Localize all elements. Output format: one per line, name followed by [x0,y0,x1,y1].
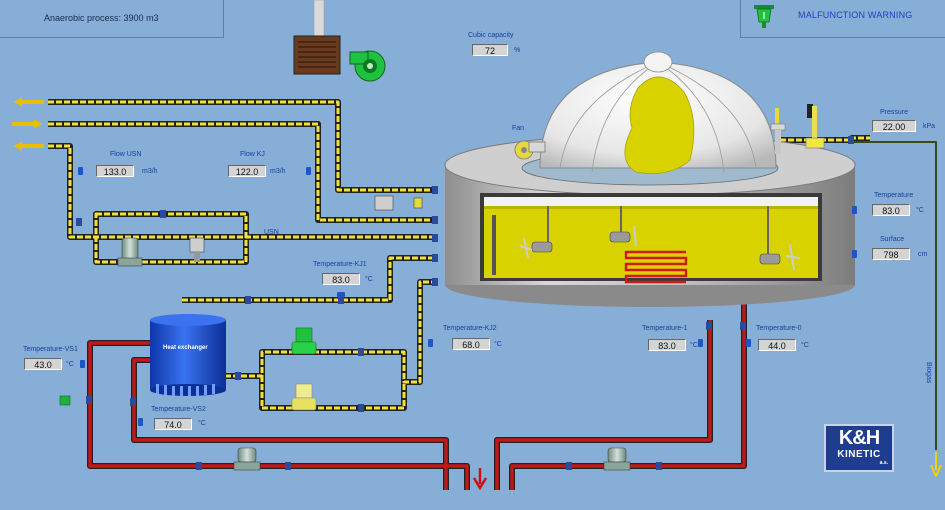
cubic-capacity-value: 72 [472,44,508,56]
temp-vs1-label: Temperature-VS1 [23,346,78,353]
flow-kj-label: Flow KJ [240,151,265,158]
flow-kj-unit: m3/h [270,168,286,175]
ventilation-unit[interactable] [293,35,386,82]
pump-return-right[interactable] [603,447,631,471]
pump-usn-1[interactable] [117,237,143,267]
tank-temperature-value: 83.0 [872,204,910,216]
temp-vs2-label: Temperature-VS2 [151,406,206,413]
green-sensor[interactable] [59,395,71,406]
pressure-unit: kPa [923,123,936,130]
heat-exchanger-label: Heat exchanger [163,345,208,351]
biogas-label: Biogas [925,362,932,384]
cubic-capacity-unit: % [514,47,521,54]
heating-coil [624,250,688,284]
outflow-arrow [472,468,488,491]
flow-kj-value: 122.0 [228,165,266,177]
gas-pipe-network [48,99,942,477]
tank-temperature-label: Temperature [874,192,914,199]
gas-pump-small[interactable] [374,195,423,211]
agitator-3[interactable] [759,206,801,271]
logo-line1: K&H [838,427,880,449]
temp-vs2-unit: °C [198,420,206,427]
fan-label: Fan [512,125,525,132]
tank-temperature-unit: °C [916,207,924,214]
process-title: Anaerobic process: 3900 m3 [44,13,159,23]
kh-kinetic-logo: K&H KINETIC a.s. [824,424,894,472]
malfunction-warning-label: MALFUNCTION WARNING [798,10,913,20]
temp-0-label: Temperature-0 [756,325,802,332]
temp-kj2-label: Temperature-KJ2 [443,325,497,332]
logo-line2: KINETIC [837,449,881,460]
temp-kj2-value: 68.0 [452,338,490,350]
alarm-siren-icon[interactable] [753,4,775,30]
temp-kj1-label: Temperature-KJ1 [313,261,367,268]
valve-markers[interactable] [76,136,854,470]
temp-1-label: Temperature-1 [642,325,688,332]
surface-value: 798 [872,248,910,260]
fan-blower[interactable] [514,140,546,160]
pump-return-left[interactable] [233,447,261,471]
pressure-label: Pressure [880,109,909,116]
temp-kj1-value: 83.0 [322,273,360,285]
pump-green[interactable] [291,327,317,355]
digester-tank[interactable] [444,134,856,307]
temp-1-value: 83.0 [648,339,686,351]
temp-vs1-unit: °C [66,361,74,368]
instrument-dots[interactable] [78,167,857,426]
malfunction-panel[interactable]: MALFUNCTION WARNING [740,0,945,38]
flow-usn-value: 133.0 [96,165,134,177]
cubic-capacity-label: Cubic capacity [468,32,514,39]
temp-0-value: 44.0 [758,339,796,351]
process-title-panel: Anaerobic process: 3900 m3 [0,0,224,38]
exhaust-chimney [313,0,325,37]
temp-1-unit: °C [690,342,698,349]
pump-usn-2[interactable] [189,237,205,262]
pump-yellow[interactable] [291,383,317,411]
pressure-value: 22.00 [872,120,916,132]
surface-label: Surface [880,236,905,243]
temp-kj2-unit: °C [494,341,502,348]
flow-usn-unit: m3/h [142,168,158,175]
agitator-2[interactable] [609,206,637,247]
temp-vs1-value: 43.0 [24,358,62,370]
heat-exchanger[interactable] [150,314,226,396]
temp-vs2-value: 74.0 [154,418,192,430]
usn-label: USN [264,229,279,236]
gas-dome [539,51,777,174]
flow-arrows [12,97,44,151]
agitator-1[interactable] [519,206,553,259]
pressure-valve[interactable] [770,106,825,154]
temp-0-unit: °C [801,342,809,349]
surface-unit: cm [918,251,928,258]
logo-line3: a.s. [879,460,888,466]
flow-usn-label: Flow USN [110,151,142,158]
temp-kj1-unit: °C [365,276,373,283]
